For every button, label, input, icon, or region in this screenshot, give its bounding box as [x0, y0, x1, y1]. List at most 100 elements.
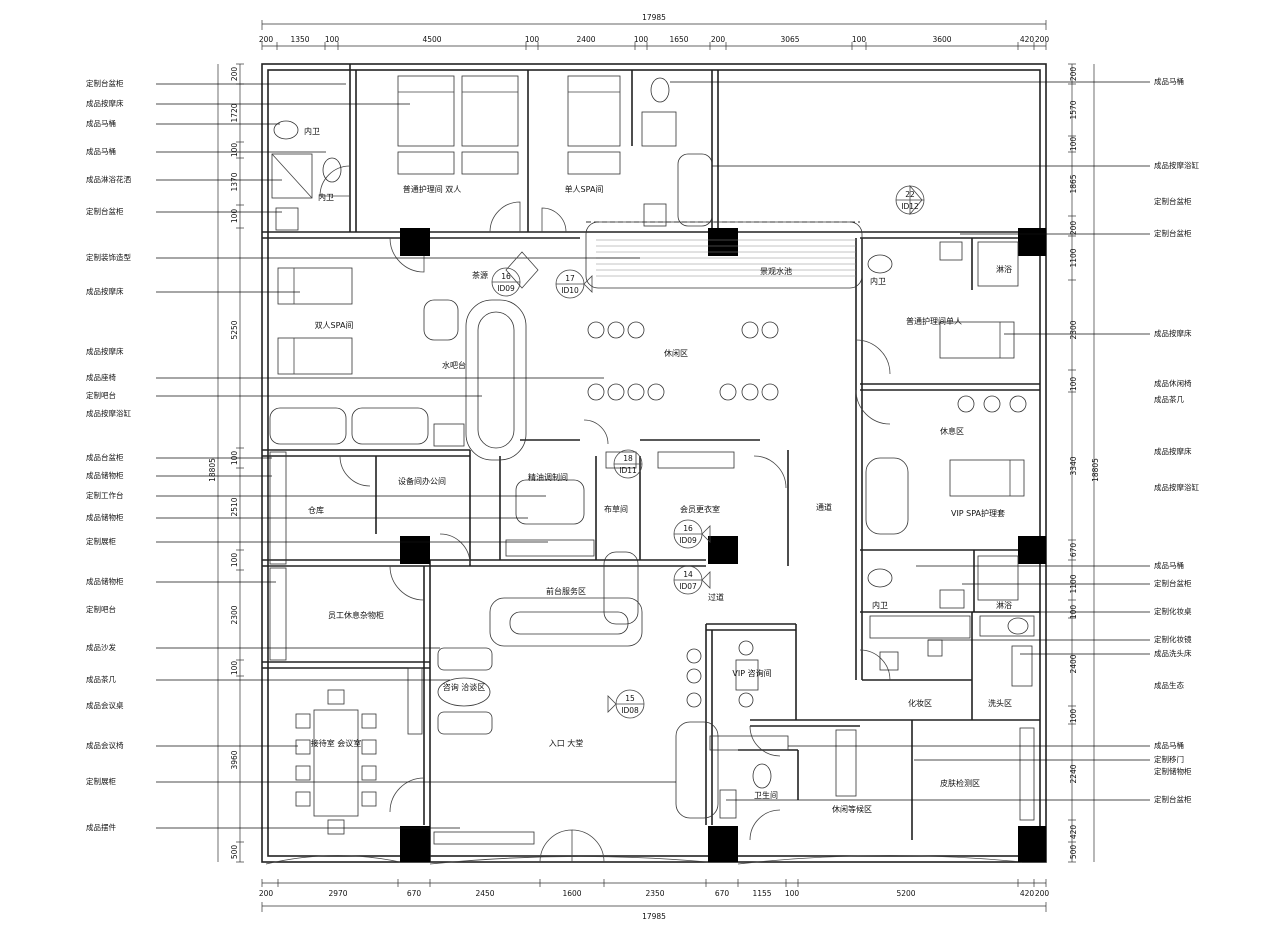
section-tag: 16 ID09 [673, 519, 711, 549]
room-label: 入口 大堂 [549, 738, 584, 748]
dim-left: 1370 [230, 172, 239, 191]
left-label: 成品马桶 [86, 146, 116, 156]
room-label: 内卫 [304, 126, 320, 136]
dim-top: 3065 [780, 35, 799, 44]
dim-bottom: 200 [1035, 889, 1050, 898]
dim-top: 1350 [290, 35, 309, 44]
right-label: 成品茶几 [1154, 394, 1184, 404]
furniture [269, 75, 1035, 845]
room-label: 化妆区 [908, 698, 932, 708]
right-label: 定制化妆镜 [1154, 634, 1192, 644]
left-label: 定制吧台 [86, 390, 116, 400]
dim-top: 100 [634, 35, 649, 44]
dim-right-total: 18805 [1091, 458, 1100, 482]
left-label: 成品摆件 [86, 822, 116, 832]
left-label: 成品马桶 [86, 118, 116, 128]
dim-left: 1720 [230, 103, 239, 122]
dim-right: 100 [1069, 137, 1078, 152]
dimension-text-right: 200 1570 100 1865 200 1100 2300 100 3340… [1069, 67, 1100, 860]
left-label: 成品按摩床 [86, 346, 124, 356]
dim-top: 2400 [576, 35, 595, 44]
dim-bottom: 100 [785, 889, 800, 898]
svg-text:17: 17 [565, 274, 575, 283]
dim-top: 1650 [669, 35, 688, 44]
interior-walls [262, 64, 1040, 862]
dim-left: 200 [230, 67, 239, 82]
dim-left: 500 [230, 845, 239, 860]
left-label: 成品储物柜 [86, 576, 124, 586]
dim-left: 2510 [230, 497, 239, 516]
section-tag: 14 ID07 [673, 565, 711, 595]
svg-text:18: 18 [623, 454, 633, 463]
room-label: 内卫 [870, 276, 886, 286]
dim-bottom: 1155 [752, 889, 771, 898]
room-label: 前台服务区 [546, 586, 586, 596]
room-label: 休闲区 [664, 348, 688, 358]
left-label: 成品茶几 [86, 674, 116, 684]
dim-left: 3960 [230, 750, 239, 769]
room-label: 双人SPA间 [315, 321, 354, 330]
right-label: 成品洗头床 [1154, 648, 1192, 658]
right-label: 定制台盆柜 [1154, 578, 1192, 588]
svg-text:ID08: ID08 [621, 706, 639, 715]
left-label: 定制装饰造型 [86, 252, 131, 262]
left-label: 定制台盆柜 [86, 78, 124, 88]
dim-left: 5250 [230, 320, 239, 339]
dim-top: 100 [525, 35, 540, 44]
dim-bottom: 420 [1020, 889, 1035, 898]
right-label: 成品按摩浴缸 [1154, 160, 1199, 170]
room-label: 淋浴 [996, 264, 1012, 274]
right-label: 定制移门 [1154, 754, 1184, 764]
room-label: 茶源 [472, 270, 488, 280]
dim-left: 2300 [230, 605, 239, 624]
dim-top-overall: 17985 [642, 13, 666, 22]
section-tags: 16 ID09 17 ID10 22 ID12 18 ID11 16 [491, 184, 925, 719]
dim-right: 2400 [1069, 654, 1078, 673]
room-label: 卫生间 [754, 790, 778, 800]
room-label: 接待室 会议室 [311, 738, 362, 748]
dim-top: 100 [852, 35, 867, 44]
svg-text:16: 16 [501, 272, 511, 281]
dim-right: 200 [1069, 67, 1078, 82]
dim-bottom: 1600 [562, 889, 581, 898]
room-label: 洗头区 [988, 698, 1012, 708]
right-label: 成品按摩浴缸 [1154, 482, 1199, 492]
right-label: 定制储物柜 [1154, 766, 1192, 776]
dim-bottom: 670 [407, 889, 422, 898]
svg-text:ID07: ID07 [679, 582, 697, 591]
left-label: 成品储物柜 [86, 512, 124, 522]
svg-text:14: 14 [683, 570, 693, 579]
left-label: 成品会议桌 [86, 700, 124, 710]
right-label: 成品休闲椅 [1154, 378, 1192, 388]
right-label: 成品生态 [1154, 680, 1184, 690]
dimension-text: 17985 17985 200 1350 100 4500 100 2400 1… [259, 13, 1050, 921]
section-tag: 18 ID11 [613, 449, 643, 479]
room-label: 设备间办公间 [398, 476, 446, 486]
dim-top: 100 [325, 35, 340, 44]
left-label: 成品按摩浴缸 [86, 408, 131, 418]
svg-text:15: 15 [625, 694, 635, 703]
dim-bottom: 5200 [896, 889, 915, 898]
dimension-text-left: 200 1720 100 1370 100 5250 100 2510 100 … [208, 67, 239, 860]
svg-text:ID12: ID12 [901, 202, 919, 211]
left-label: 成品淋浴花洒 [86, 174, 131, 184]
dim-left: 100 [230, 661, 239, 676]
section-tag: 16 ID09 [491, 251, 539, 297]
room-label: 休闲等候区 [832, 804, 872, 814]
svg-text:ID10: ID10 [561, 286, 579, 295]
dim-top: 420 [1020, 35, 1035, 44]
left-label: 成品台盆柜 [86, 452, 124, 462]
right-label: 成品马桶 [1154, 740, 1184, 750]
room-label: 皮肤检测区 [940, 778, 980, 788]
left-labels: 定制台盆柜 成品按摩床 成品马桶 成品马桶 成品淋浴花洒 定制台盆柜 定制装饰造… [86, 78, 131, 832]
room-labels: 内卫 内卫 普通护理间 双人 单人SPA间 双人SPA间 水吧台 休闲区 茶源 … [304, 126, 1012, 814]
right-label: 成品马桶 [1154, 76, 1184, 86]
svg-text:22: 22 [905, 190, 915, 199]
right-label: 成品马桶 [1154, 560, 1184, 570]
right-label: 定制化妆桌 [1154, 606, 1192, 616]
dim-bottom: 670 [715, 889, 730, 898]
dim-right: 200 [1069, 221, 1078, 236]
svg-text:16: 16 [683, 524, 693, 533]
dim-right: 100 [1069, 709, 1078, 724]
